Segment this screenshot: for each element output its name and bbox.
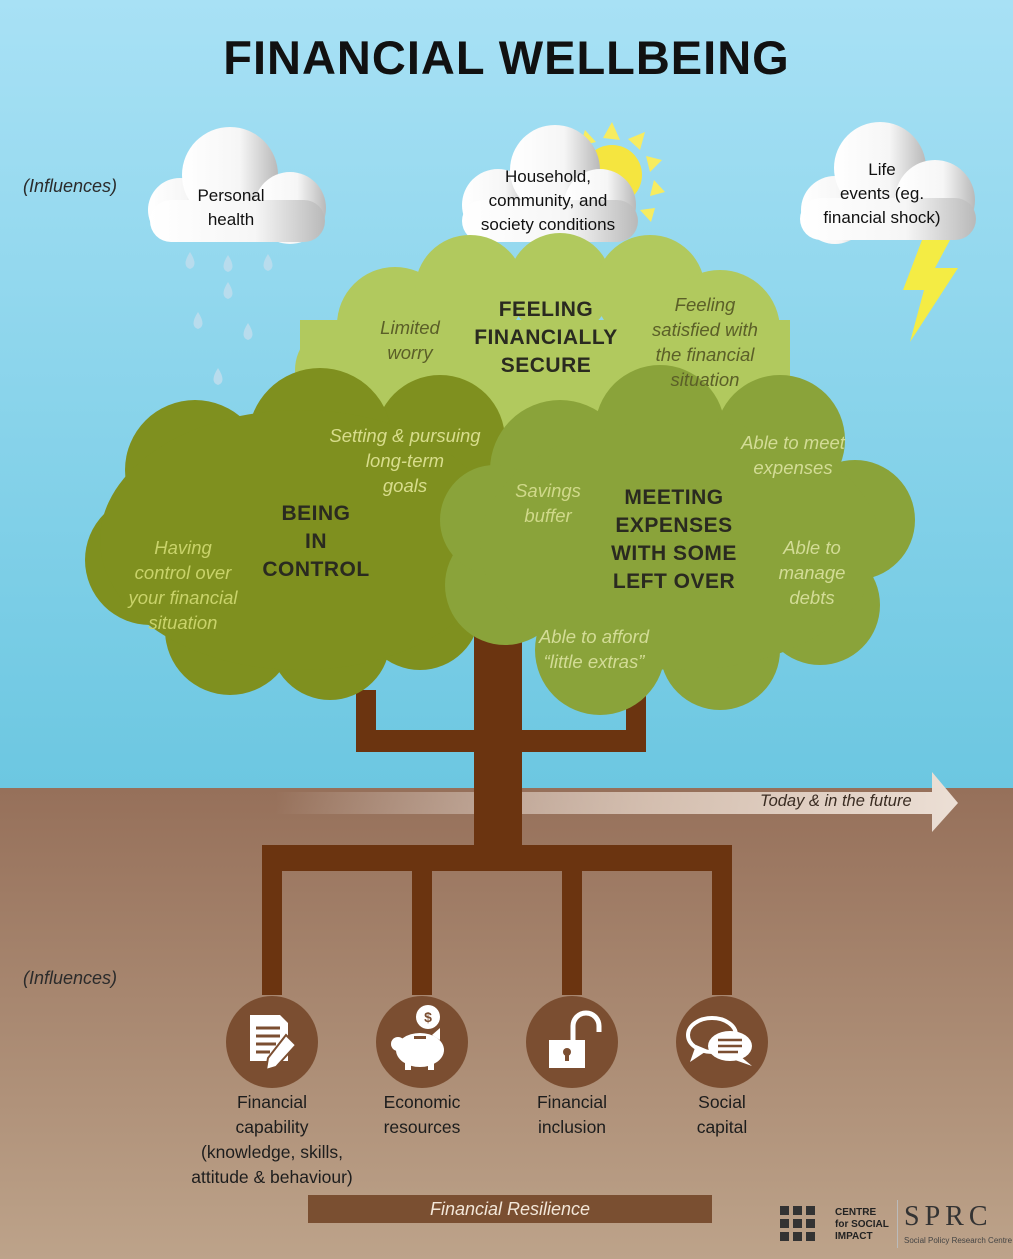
- tree-trunk: [356, 630, 646, 860]
- unlocked-padlock-icon: [549, 1010, 602, 1068]
- canopy-being-in-control: [85, 368, 530, 700]
- document-pencil-icon: [250, 1015, 298, 1072]
- lightning-icon: [903, 240, 958, 342]
- influences-label-bottom: (Influences): [23, 968, 118, 988]
- logo-divider: [897, 1200, 898, 1248]
- canopy-meeting-expenses: [440, 365, 915, 715]
- tree-roots: [262, 845, 732, 995]
- cloud-life-events: [800, 122, 976, 244]
- sprc-logo-subtitle: Social Policy Research Centre: [904, 1236, 1013, 1245]
- influences-label-top: (Influences): [23, 176, 118, 196]
- time-arrow: [275, 772, 958, 832]
- financial-resilience-bar: Financial Resilience: [308, 1195, 712, 1223]
- sprc-logo: SPRC: [904, 1201, 993, 1232]
- little-extras-text: Able to afford“little extras”: [538, 626, 650, 672]
- cloud-household-conditions: [462, 125, 638, 242]
- cloud-personal-health: [148, 127, 326, 244]
- speech-bubbles-icon: [686, 1016, 752, 1066]
- page-title: FINANCIAL WELLBEING: [223, 31, 790, 84]
- today-and-future-label: Today & in the future: [760, 792, 912, 810]
- piggy-bank-icon: $: [391, 1005, 444, 1070]
- raindrops-icon: [185, 252, 273, 385]
- centre-social-impact-logo-icon: [780, 1206, 815, 1241]
- svg-text:$: $: [424, 1009, 432, 1025]
- canopy-feeling-secure: [295, 233, 790, 430]
